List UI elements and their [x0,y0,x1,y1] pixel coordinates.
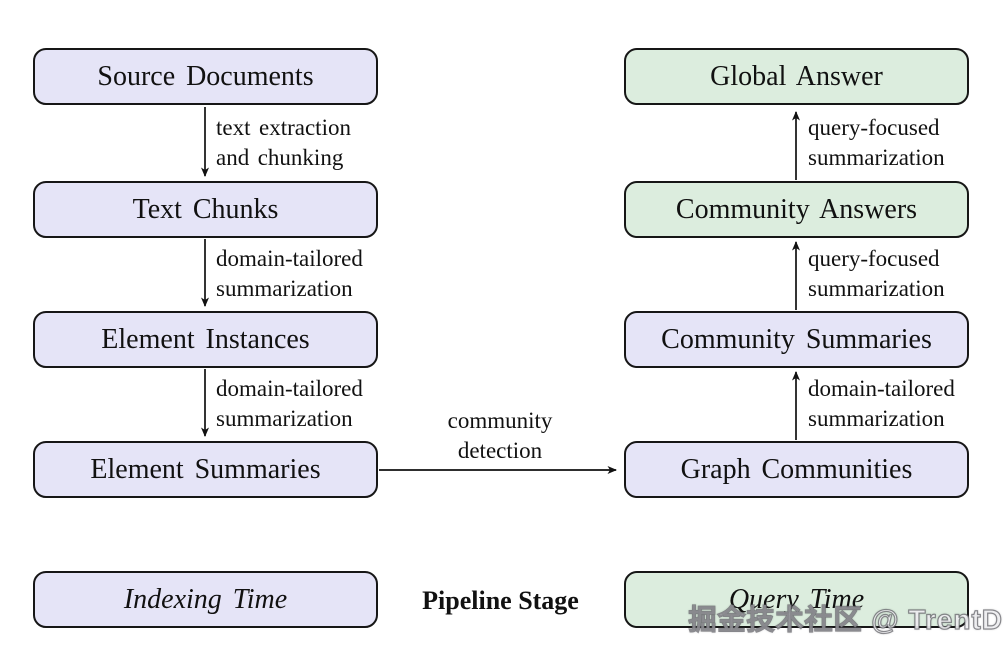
node-source-documents: Source Documents [33,48,378,105]
node-label: Community Answers [675,193,918,225]
edge-label-line: detection [457,438,543,463]
edge-label-line: summarization [216,406,353,431]
edge-label-domain-summarization-2: domain-tailored summarization [216,374,363,434]
edge-label-community-detection: community detection [390,406,610,466]
edge-label-line: summarization [808,276,945,301]
edge-label-query-summarization-2: query-focused summarization [808,244,945,304]
legend-pipeline-stage: Pipeline Stage [422,586,579,615]
edge-label-domain-summarization-1: domain-tailored summarization [216,244,363,304]
node-global-answer: Global Answer [624,48,969,105]
edge-label-query-summarization-1: query-focused summarization [808,113,945,173]
edge-label-line: domain-tailored [808,376,955,401]
node-element-instances: Element Instances [33,311,378,368]
edge-label-line: and chunking [216,145,344,170]
node-community-summaries: Community Summaries [624,311,969,368]
edge-label-line: summarization [808,145,945,170]
node-graph-communities: Graph Communities [624,441,969,498]
legend-label: Indexing Time [123,583,288,615]
node-text-chunks: Text Chunks [33,181,378,238]
legend-label: Query Time [728,583,865,615]
edge-label-domain-summarization-3: domain-tailored summarization [808,374,955,434]
watermark: 掘金技术社区 @ TrentD [688,603,1003,635]
edge-label-line: query-focused [808,115,940,140]
node-label: Source Documents [97,60,314,92]
edge-label-line: domain-tailored [216,376,363,401]
node-label: Element Summaries [90,453,321,485]
edge-label-line: domain-tailored [216,246,363,271]
node-label: Community Summaries [661,323,932,355]
node-label: Element Instances [101,323,310,355]
edge-label-line: text extraction [216,115,351,140]
legend-query-time: Query Time [624,571,969,628]
legend-indexing-time: Indexing Time [33,571,378,628]
edge-label-text-extraction: text extraction and chunking [216,113,351,173]
node-label: Text Chunks [132,193,279,225]
node-label: Global Answer [710,60,883,92]
edge-label-line: community [447,408,553,433]
edge-label-line: summarization [808,406,945,431]
edge-label-line: summarization [216,276,353,301]
edge-label-line: query-focused [808,246,940,271]
node-community-answers: Community Answers [624,181,969,238]
node-label: Graph Communities [680,453,913,485]
node-element-summaries: Element Summaries [33,441,378,498]
